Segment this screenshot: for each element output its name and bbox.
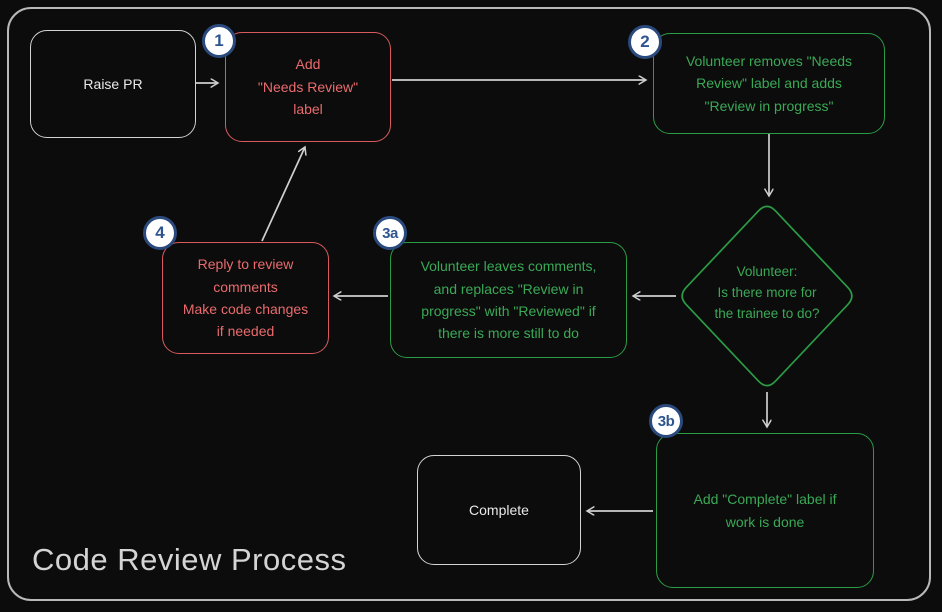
node-raise-pr: Raise PR <box>30 30 196 138</box>
node-label-line: progress" with "Reviewed" if <box>421 303 596 319</box>
node-complete: Complete <box>417 455 581 565</box>
step-badge-3b: 3b <box>649 404 683 438</box>
node-reply-to-review-comments: Reply to review comments Make code chang… <box>162 242 329 354</box>
node-label-line: if needed <box>216 323 275 340</box>
diagram-frame <box>7 7 931 601</box>
node-label-line: "Review in progress" <box>704 97 834 114</box>
node-label-line: the trainee to do? <box>714 305 820 321</box>
node-label-line: there is more still to do <box>438 325 579 342</box>
node-label-line: Raise PR <box>83 75 143 92</box>
node-add-complete-label: Add "Complete" label if work is done <box>656 433 874 588</box>
decision-diamond-shape <box>681 205 853 387</box>
node-label-line: Add "Complete" label if <box>693 491 837 508</box>
node-label-line: "Needs Review" <box>257 78 359 95</box>
node-label-line: Volunteer removes "Needs <box>685 52 853 69</box>
node-label-line: Add <box>295 56 321 73</box>
node-label-line: Review" label and adds <box>696 75 842 92</box>
node-label-line: comments <box>213 278 278 295</box>
node-label-line: Is there more for <box>717 284 817 300</box>
step-badge-3a: 3a <box>373 216 407 250</box>
node-label-line: work is done <box>725 513 805 530</box>
diagram-title: Code Review Process <box>32 542 347 577</box>
step-badge-4: 4 <box>143 216 177 250</box>
node-label-line: and replaces "Review in <box>433 280 584 297</box>
node-label-line: Volunteer: <box>736 264 798 279</box>
node-volunteer-removes-label: Volunteer removes "Needs Review" label a… <box>653 33 885 134</box>
node-label-line: label <box>293 101 323 118</box>
node-label-line: Make code changes <box>182 301 309 317</box>
node-decision-label: Volunteer: Is there more for the trainee… <box>677 262 857 325</box>
node-volunteer-leaves-comments: Volunteer leaves comments, and replaces … <box>390 242 627 358</box>
node-add-needs-review-label: Add "Needs Review" label <box>225 32 391 142</box>
node-label-line: Complete <box>469 501 529 518</box>
step-badge-2: 2 <box>628 25 662 59</box>
step-badge-1: 1 <box>202 24 236 58</box>
arrow-step4-to-step1 <box>261 147 305 242</box>
node-label-line: Reply to review <box>197 256 294 273</box>
node-label-line: Volunteer leaves comments, <box>420 258 597 275</box>
